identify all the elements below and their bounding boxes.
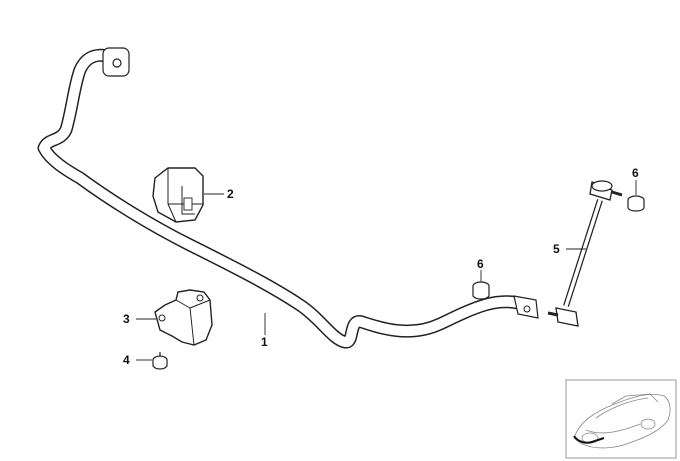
link-rod xyxy=(547,180,623,327)
callout-2: 2 xyxy=(227,187,234,201)
vehicle-location-thumbnail xyxy=(565,379,677,459)
bar-end-eye-left xyxy=(102,47,130,77)
callout-5: 5 xyxy=(553,242,560,256)
collar-nut-lower xyxy=(472,281,490,300)
collar-nut-upper xyxy=(627,195,645,212)
callout-6-lower: 6 xyxy=(477,257,484,271)
rubber-mount xyxy=(152,167,204,223)
bracket xyxy=(154,289,213,346)
bar-end-eye-right xyxy=(513,295,539,319)
stabilizer-location-mark xyxy=(573,435,605,444)
callout-3: 3 xyxy=(123,312,130,326)
car-outline-icon xyxy=(573,393,671,449)
nut xyxy=(152,352,168,370)
stabilizer-bar xyxy=(37,47,539,349)
callout-4: 4 xyxy=(123,353,130,367)
callout-6-upper: 6 xyxy=(632,166,639,180)
callout-1: 1 xyxy=(261,335,268,349)
